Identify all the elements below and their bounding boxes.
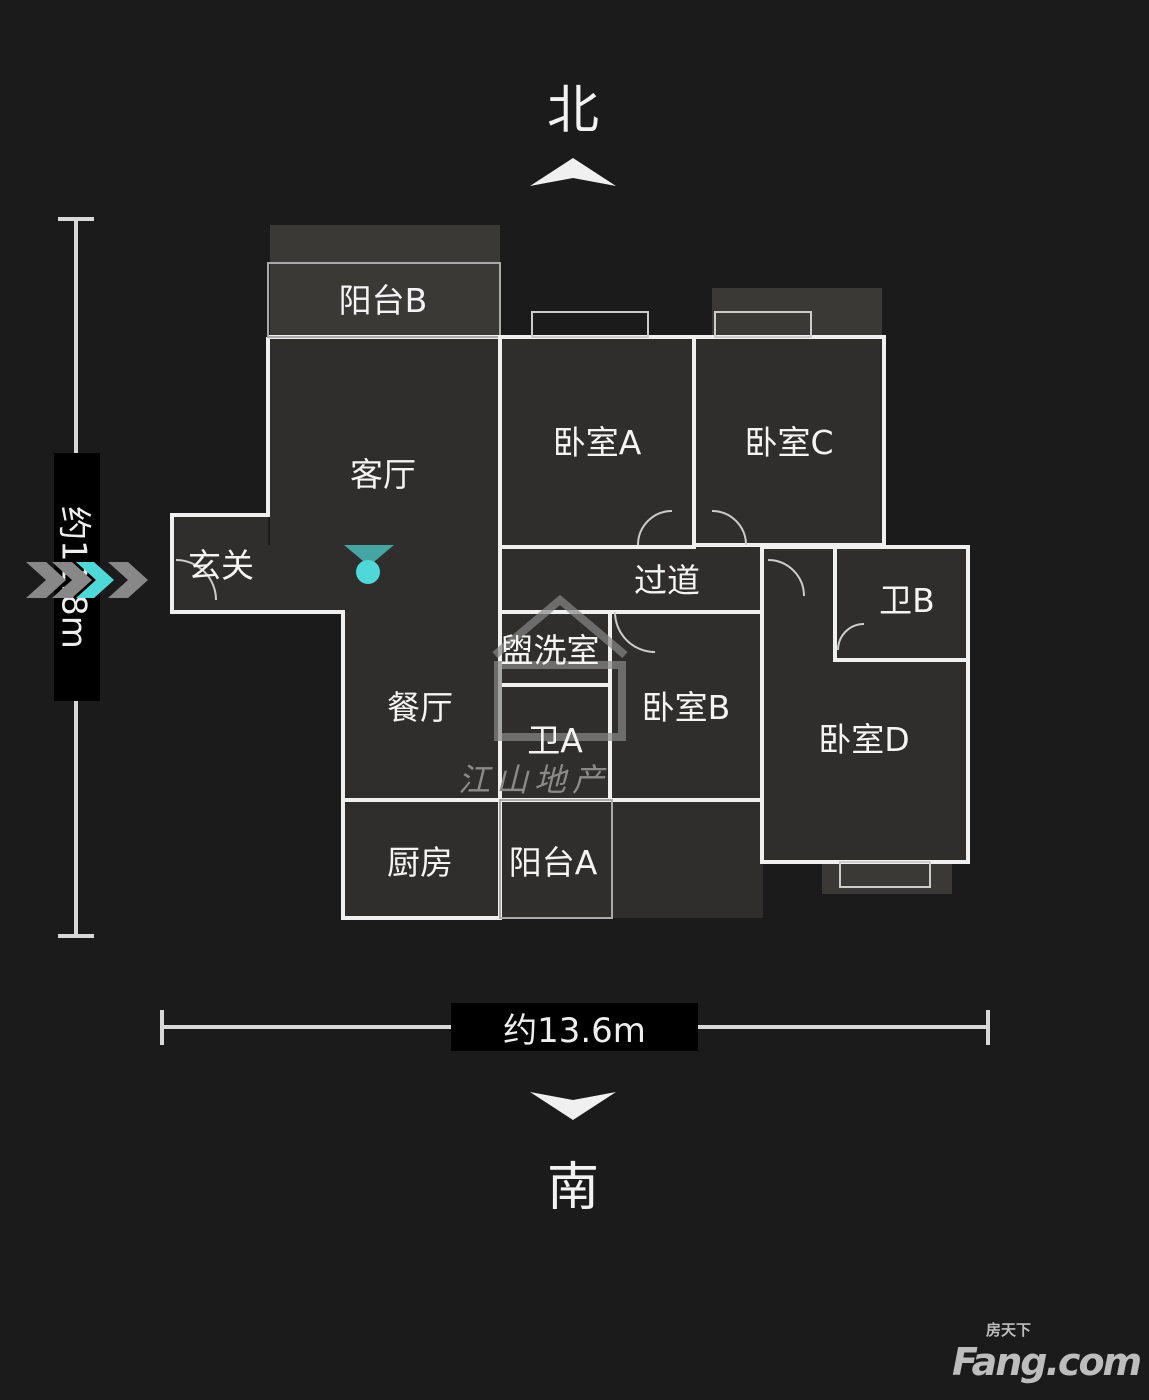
room-balcony-a[interactable]: 阳台A (508, 843, 598, 882)
room-bedroom-b[interactable]: 卧室B (641, 688, 731, 727)
position-marker-icon (356, 560, 380, 584)
room-corridor[interactable]: 过道 (634, 561, 700, 600)
height-dimension-label: 约11.8m (54, 453, 100, 701)
room-bathroom-a[interactable]: 卫A (527, 721, 583, 760)
walls (170, 262, 970, 920)
room-bedroom-a[interactable]: 卧室A (552, 423, 642, 462)
room-entrance[interactable]: 玄关 (188, 546, 254, 585)
room-living-room[interactable]: 客厅 (350, 455, 416, 494)
north-arrow-icon (530, 158, 616, 186)
south-label: 南 (546, 1158, 599, 1218)
room-kitchen[interactable]: 厨房 (387, 843, 453, 882)
room-dining-room[interactable]: 餐厅 (387, 688, 453, 727)
south-arrow-icon (530, 1092, 616, 1120)
fang-logo-cn: 房天下 (986, 1321, 1032, 1339)
watermark-text: 江山地产 (458, 761, 611, 799)
fang-logo-en: Fang.com (952, 1340, 1142, 1384)
room-bedroom-c[interactable]: 卧室C (744, 423, 834, 462)
view-cone-icon (344, 545, 394, 566)
room-balcony-b[interactable]: 阳台B (338, 281, 428, 320)
room-washroom[interactable]: 盥洗室 (500, 631, 600, 670)
width-dimension-label: 约13.6m (451, 1003, 698, 1051)
height-dimension-text: 约11.8m (53, 505, 94, 649)
room-bathroom-b[interactable]: 卫B (879, 581, 935, 620)
north-label: 北 (546, 81, 599, 141)
room-bedroom-d[interactable]: 卧室D (818, 720, 910, 759)
watermark-house-icon (492, 594, 628, 741)
room-fills (174, 225, 968, 918)
fang-logo: 房天下 Fang.com (952, 1322, 1142, 1392)
